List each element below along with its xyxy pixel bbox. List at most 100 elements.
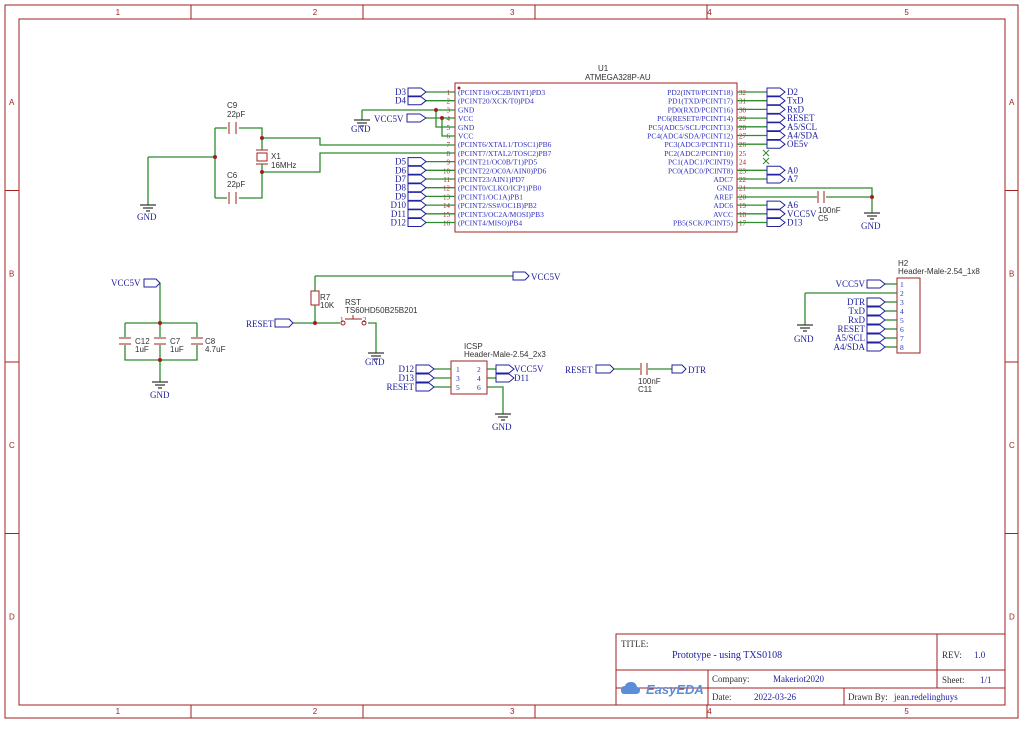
frame-col-label-top: 4 <box>707 8 712 17</box>
c8-ref: C8 <box>205 337 216 346</box>
icsp-ref: ICSP <box>464 342 483 351</box>
svg-text:EasyEDA: EasyEDA <box>646 682 704 697</box>
u1-ref: U1 <box>598 64 609 73</box>
h2-pin-number: 7 <box>900 334 904 343</box>
u1-pin-number: 26 <box>739 141 747 149</box>
title-text: Prototype - using TXS0108 <box>672 650 782 661</box>
u1-pin-number: 30 <box>739 106 747 114</box>
u1-right-power: 100nF C5 GND <box>737 149 881 231</box>
h2-net-label: RxD <box>848 315 866 325</box>
frame-col-label-bottom: 1 <box>116 707 121 716</box>
u1-pin-name: AVCC <box>713 210 733 219</box>
u1-net-label: A7 <box>787 174 798 184</box>
u1-net-label: A4/SDA <box>787 131 819 141</box>
u1-pin-name: GND <box>458 105 475 114</box>
u1-pin-number: 19 <box>739 202 747 210</box>
u1-net-label: D6 <box>395 165 406 175</box>
u1-pin-number: 23 <box>739 167 747 175</box>
c11-value: 100nF <box>638 377 661 386</box>
rst-ref: RST <box>345 298 361 307</box>
c6-ref: C6 <box>227 171 238 180</box>
u1-net-label: D7 <box>395 174 406 184</box>
u1-power-wiring: GND VCC5V <box>351 108 455 137</box>
company-value: Makeriot2020 <box>773 674 824 684</box>
c5-ref: C5 <box>818 214 829 223</box>
u1-pin-name: PC6(RESET#/PCINT14) <box>657 114 733 123</box>
u1-net-label: D8 <box>395 183 406 193</box>
u1-net-label: D2 <box>787 87 798 97</box>
u1-pin-number: 12 <box>443 185 451 193</box>
u1-pin-number: 32 <box>739 89 747 97</box>
u1-pin-number: 17 <box>739 220 747 228</box>
u1-pin-name: (PCINT7/XTAL2/TOSC2)PB7 <box>458 149 552 158</box>
u1-pin-number: 28 <box>739 124 747 132</box>
drawn-label: Drawn By: <box>848 692 888 702</box>
u1-pin-name: GND <box>717 184 734 193</box>
gnd-label-icsp: GND <box>492 422 512 432</box>
u1-pin-number: 11 <box>443 176 450 184</box>
vcc5v-label-reset: VCC5V <box>531 272 561 282</box>
c9-ref: C9 <box>227 101 238 110</box>
rst-pin1: 1 <box>340 316 344 324</box>
icsp-header: ICSP Header-Male-2.54_2x3 1D123D135RESET… <box>386 342 546 432</box>
u1-pin-name: PC2(ADC2/PCINT10) <box>664 149 733 158</box>
decoupling-caps: C12 1uF C7 1uF C8 4.7uF VCC5V GND <box>111 278 226 400</box>
u1-pin-name: PC3(ADC3/PCINT11) <box>665 140 734 149</box>
sheet-value: 1/1 <box>980 675 992 685</box>
h2-header: H2 Header-Male-2.54_1x8 1VCC5V23DTR4TxD5… <box>794 259 980 354</box>
icsp-pin-number: 4 <box>477 374 481 383</box>
u1-pin-name: PC4(ADC4/SDA/PCINT12) <box>647 132 733 141</box>
icsp-pin-number: 6 <box>477 383 481 392</box>
icsp-net-label: D11 <box>514 373 529 383</box>
gnd-label-c5: GND <box>861 221 881 231</box>
u1-pin-name: (PCINT19/OC2B/INT1)PD3 <box>458 88 545 97</box>
icsp-pin-number: 1 <box>456 365 460 374</box>
u1-net-label: A0 <box>787 165 798 175</box>
frame-row-label-right: C <box>1009 441 1015 450</box>
u1-pin-name: PD0(RXD/PCINT16) <box>668 105 734 114</box>
u1-pin-number: 18 <box>739 211 747 219</box>
frame-row-label-right: D <box>1009 612 1015 621</box>
c11-ref: C11 <box>638 385 653 394</box>
icsp-net-label: VCC5V <box>514 364 544 374</box>
u1-pin-name: (PCINT20/XCK/T0)PD4 <box>458 97 534 106</box>
c12-ref: C12 <box>135 337 150 346</box>
u1-pin-number: 2 <box>447 98 451 106</box>
u1-net-label: D4 <box>395 96 406 106</box>
rst-value: TS60HD50B25B201 <box>345 306 418 315</box>
frame-col-label-bottom: 5 <box>904 707 909 716</box>
gnd-label-u1: GND <box>351 124 371 134</box>
u1-pin-name: (PCINT4/MISO)PB4 <box>458 219 522 228</box>
u1-pin-number: 24 <box>739 159 747 167</box>
u1-net-label: A6 <box>787 200 798 210</box>
crystal-circuit: C9 22pF C6 22pF X1 16MHz GND <box>137 101 455 222</box>
u1-net-label: D13 <box>787 218 803 228</box>
easyeda-logo: EasyEDA <box>621 682 704 697</box>
icsp-pin-number: 5 <box>456 383 460 392</box>
u1-net-label: A5/SCL <box>787 122 817 132</box>
u1-pin-number: 5 <box>447 124 451 132</box>
u1-pin-number: 4 <box>447 115 451 123</box>
c7-ref: C7 <box>170 337 181 346</box>
h2-pin-number: 4 <box>900 307 904 316</box>
u1-pin-number: 16 <box>443 220 451 228</box>
u1-pin-name: (PCINT3/OC2A/MOSI)PB3 <box>458 210 544 219</box>
icsp-net-label: D13 <box>399 373 415 383</box>
title-label: TITLE: <box>621 639 649 649</box>
h2-net-label: TxD <box>849 306 866 316</box>
u1-net-label: OE5v <box>787 139 808 149</box>
h2-pin-number: 6 <box>900 325 904 334</box>
u1-net-label: D11 <box>391 209 406 219</box>
icsp-pin-number: 2 <box>477 365 481 374</box>
date-label: Date: <box>712 692 732 702</box>
h2-net-label: RESET <box>837 324 865 334</box>
u1-net-label: D5 <box>395 157 406 167</box>
u1-pin-number: 22 <box>739 176 747 184</box>
frame-col-label-bottom: 3 <box>510 707 515 716</box>
h2-part: Header-Male-2.54_1x8 <box>898 267 980 276</box>
r7-ref: R7 <box>320 293 331 302</box>
c5-value: 100nF <box>818 206 841 215</box>
gnd-label-caps: GND <box>150 390 170 400</box>
u1-part: ATMEGA328P-AU <box>585 73 651 82</box>
u1-pin-name: (PCINT6/XTAL1/TOSC1)PB6 <box>458 140 552 149</box>
